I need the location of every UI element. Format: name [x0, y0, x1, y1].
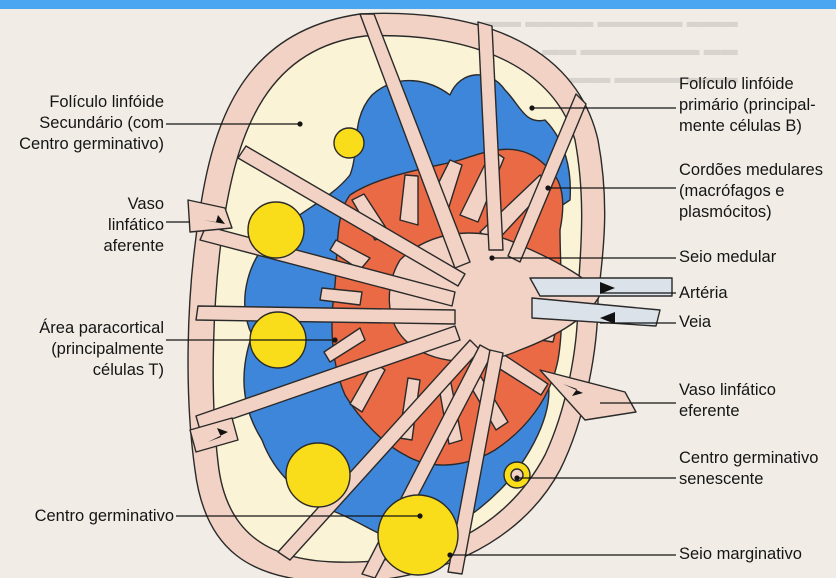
label-primary-follicle: Folículo linfóide primário (principal- m… [679, 74, 816, 137]
primary-follicle-small [334, 128, 364, 158]
label-marginal-sinus: Seio marginativo [679, 544, 802, 565]
follicle-3 [286, 443, 350, 507]
germinal-center-large [378, 495, 458, 575]
label-secondary-follicle: Folículo linfóide Secundário (com Centro… [4, 92, 164, 155]
label-medullary-sinus: Seio medular [679, 247, 776, 268]
label-medullary-cords: Cordões medulares (macrófagos e plasmóci… [679, 160, 823, 223]
label-afferent-vessel: Vaso linfático aferente [4, 194, 164, 257]
label-artery: Artéria [679, 283, 728, 304]
label-vein: Veia [679, 312, 711, 333]
follicle-1 [248, 202, 304, 258]
label-germinal-center: Centro germinativo [4, 506, 174, 527]
label-senescent-center: Centro germinativo senescente [679, 448, 818, 490]
label-efferent-vessel: Vaso linfático eferente [679, 380, 776, 422]
label-paracortical: Área paracortical (principalmente célula… [4, 318, 164, 381]
